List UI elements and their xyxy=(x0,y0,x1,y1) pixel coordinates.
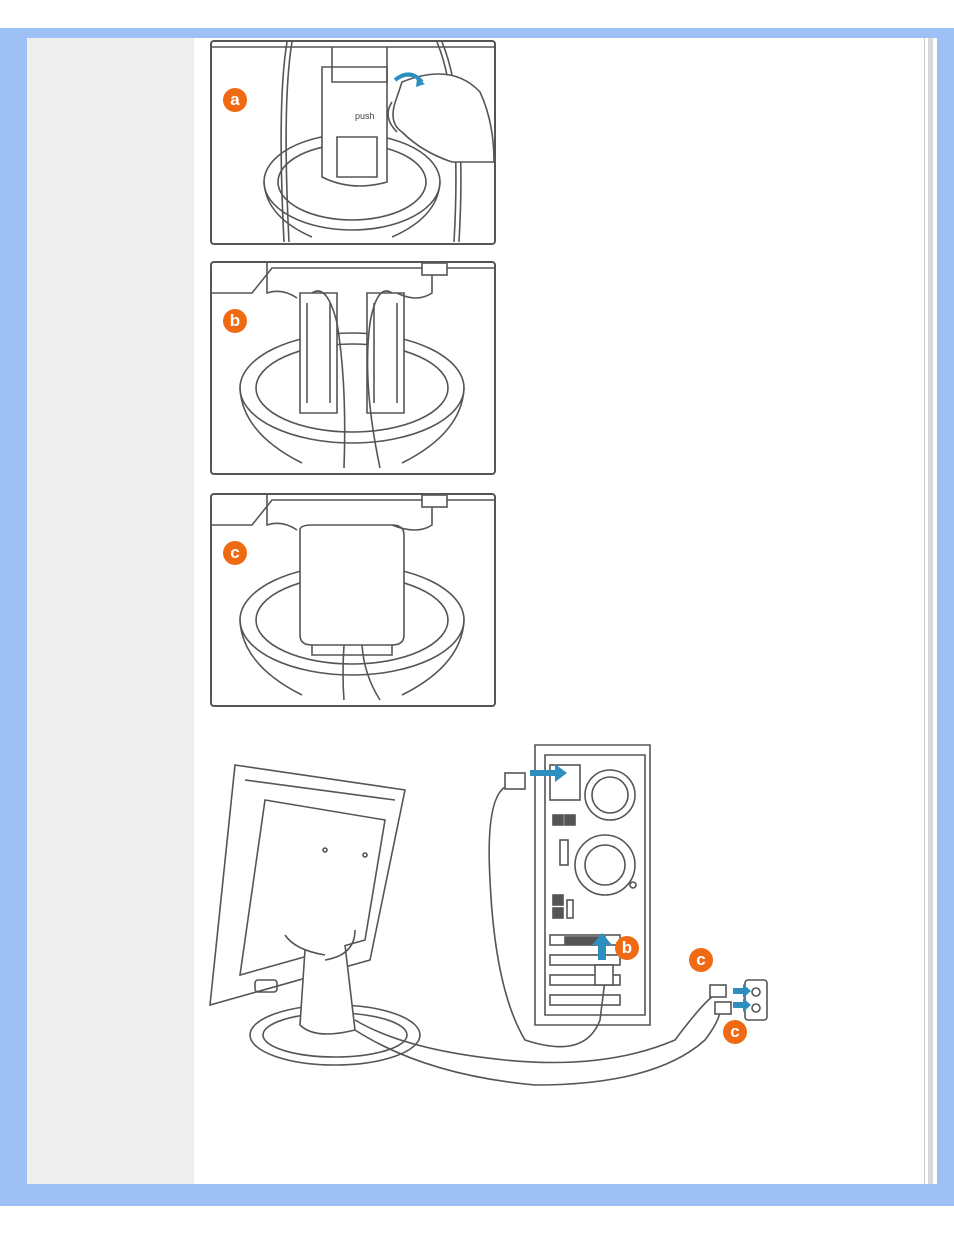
connection-badge-c-lower: c xyxy=(723,1020,747,1044)
connection-badge-c-upper: c xyxy=(689,948,713,972)
wall-outlet-icon xyxy=(745,980,767,1020)
vga-connector-icon xyxy=(595,965,613,985)
monitor-rear-icon xyxy=(210,765,420,1065)
step-b-illustration: b xyxy=(210,261,496,475)
cable-clip-open-icon xyxy=(212,263,494,473)
cable-clip-closed-icon xyxy=(212,495,494,705)
step-b-badge: b xyxy=(223,309,247,333)
push-label: push xyxy=(355,111,375,121)
hand-push-icon: push xyxy=(212,42,494,243)
step-a-illustration: push a xyxy=(210,40,496,245)
step-c-badge: c xyxy=(223,541,247,565)
pc-tower-icon xyxy=(535,745,650,1025)
left-sidebar xyxy=(27,38,194,1184)
connection-badge-b: b xyxy=(615,936,639,960)
scrollbar[interactable] xyxy=(924,38,937,1184)
step-c-illustration: c xyxy=(210,493,496,707)
scrollbar-track[interactable] xyxy=(928,38,933,1184)
step-a-badge: a xyxy=(223,88,247,112)
power-plug-icon xyxy=(710,985,726,997)
connection-diagram: b c c xyxy=(205,740,785,1090)
